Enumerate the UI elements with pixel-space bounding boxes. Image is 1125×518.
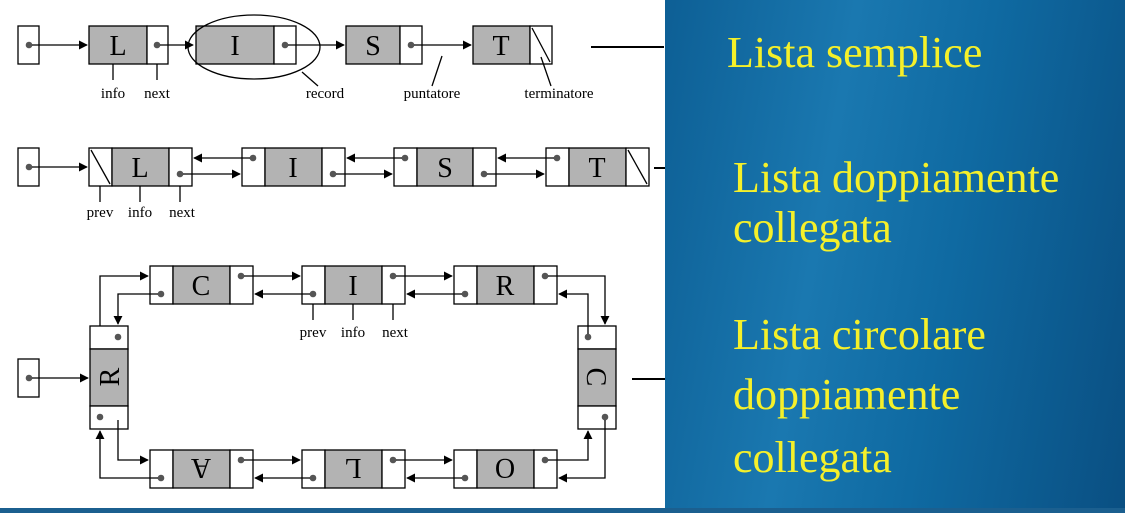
pointer-dot (25, 41, 33, 49)
list-node: L (301, 449, 406, 489)
label-info: info (101, 86, 125, 102)
node-value: I (288, 153, 297, 184)
caption-circular-list-line3: collegata (733, 433, 892, 482)
list-node: S (393, 147, 497, 187)
list-node: C (577, 325, 617, 430)
node-value: S (365, 31, 381, 62)
label-prev: prev (300, 325, 327, 341)
node-value: L (344, 452, 361, 483)
caption-circular-list-line2: doppiamente (733, 370, 961, 419)
list-node: C (149, 265, 254, 305)
list-node: I (301, 265, 406, 305)
label-next: next (169, 205, 196, 221)
doubly-list: L I S T (17, 147, 703, 221)
list-node: I (195, 25, 297, 65)
label-record: record (306, 86, 345, 102)
caption-circular-list-line1: Lista circolare (733, 310, 986, 359)
node-value: C (192, 271, 211, 302)
record-outline (187, 14, 321, 80)
bottom-border (0, 508, 1125, 513)
list-node: A (149, 449, 254, 489)
node-value: S (437, 153, 453, 184)
label-next: next (144, 86, 171, 102)
node-value: I (348, 271, 357, 302)
list-node: R (453, 265, 558, 305)
diagram-svg: L I S T info (17, 14, 708, 489)
node-value: C (580, 368, 611, 387)
terminator-slash (531, 27, 551, 63)
label-prev: prev (87, 205, 114, 221)
label-terminator: terminatore (524, 86, 593, 102)
label-next: next (382, 325, 409, 341)
caption-doubly-list-line1: Lista doppiamente (733, 153, 1060, 202)
node-value: R (95, 367, 126, 386)
list-node: R (89, 325, 129, 430)
node-value: L (131, 153, 148, 184)
linked-list-diagram: L I S T info (17, 14, 708, 489)
label-info: info (128, 205, 152, 221)
node-value: T (588, 153, 605, 184)
node-value: R (496, 271, 515, 302)
list-node: T (545, 147, 650, 187)
list-node: O (453, 449, 558, 489)
list-node: L (88, 147, 193, 187)
caption-panel (665, 0, 1125, 513)
label-pointer: puntatore (404, 86, 461, 102)
list-node: I (241, 147, 346, 187)
list-node: L (88, 25, 169, 65)
label-info: info (341, 325, 365, 341)
circular-list: C I R C (17, 265, 708, 489)
node-value: T (492, 31, 509, 62)
caption-simple-list: Lista semplice (727, 28, 983, 77)
node-value: I (230, 31, 239, 62)
simple-list: L I S T info (17, 14, 664, 102)
list-node: S (345, 25, 423, 65)
list-node: T (472, 25, 553, 65)
node-value: O (495, 452, 515, 483)
caption-doubly-list-line2: collegata (733, 203, 892, 252)
node-value: A (190, 452, 211, 483)
node-value: L (109, 31, 126, 62)
